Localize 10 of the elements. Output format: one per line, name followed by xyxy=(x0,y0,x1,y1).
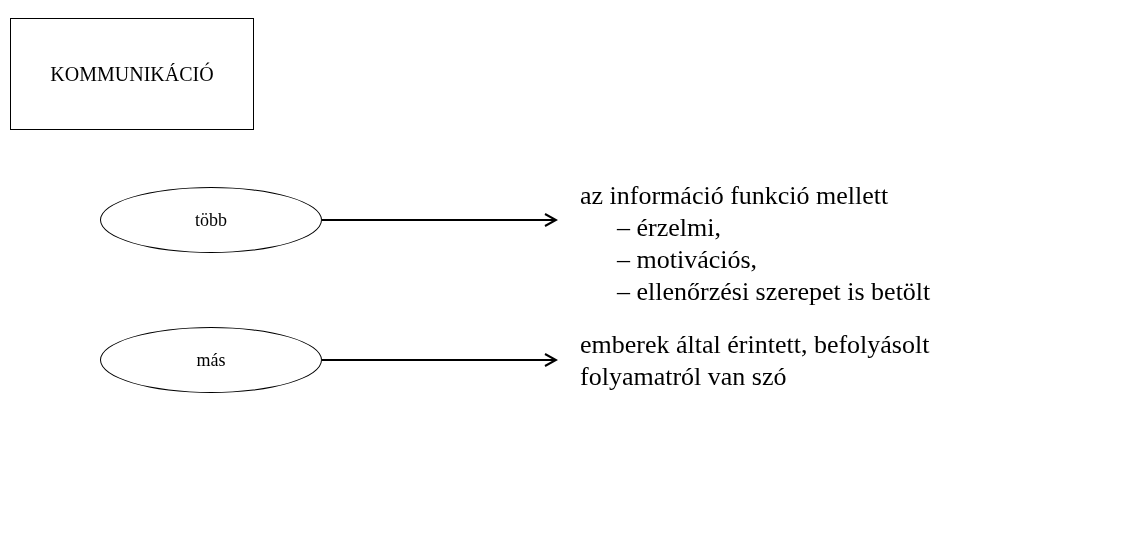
arrow xyxy=(321,213,557,227)
title-box: KOMMUNIKÁCIÓ xyxy=(10,18,254,130)
list-item: – ellenőrzési szerepet is betölt xyxy=(617,277,931,306)
arrow xyxy=(321,353,557,367)
text-heading: az információ funkció mellett xyxy=(580,181,889,210)
ellipse-node: több xyxy=(100,187,322,253)
ellipse-node: más xyxy=(100,327,322,393)
list-item: – motivációs, xyxy=(617,245,758,274)
list-item: – érzelmi, xyxy=(617,213,721,242)
description-text: emberek által érintett, befolyásolt folyamatról van szó xyxy=(580,330,930,391)
